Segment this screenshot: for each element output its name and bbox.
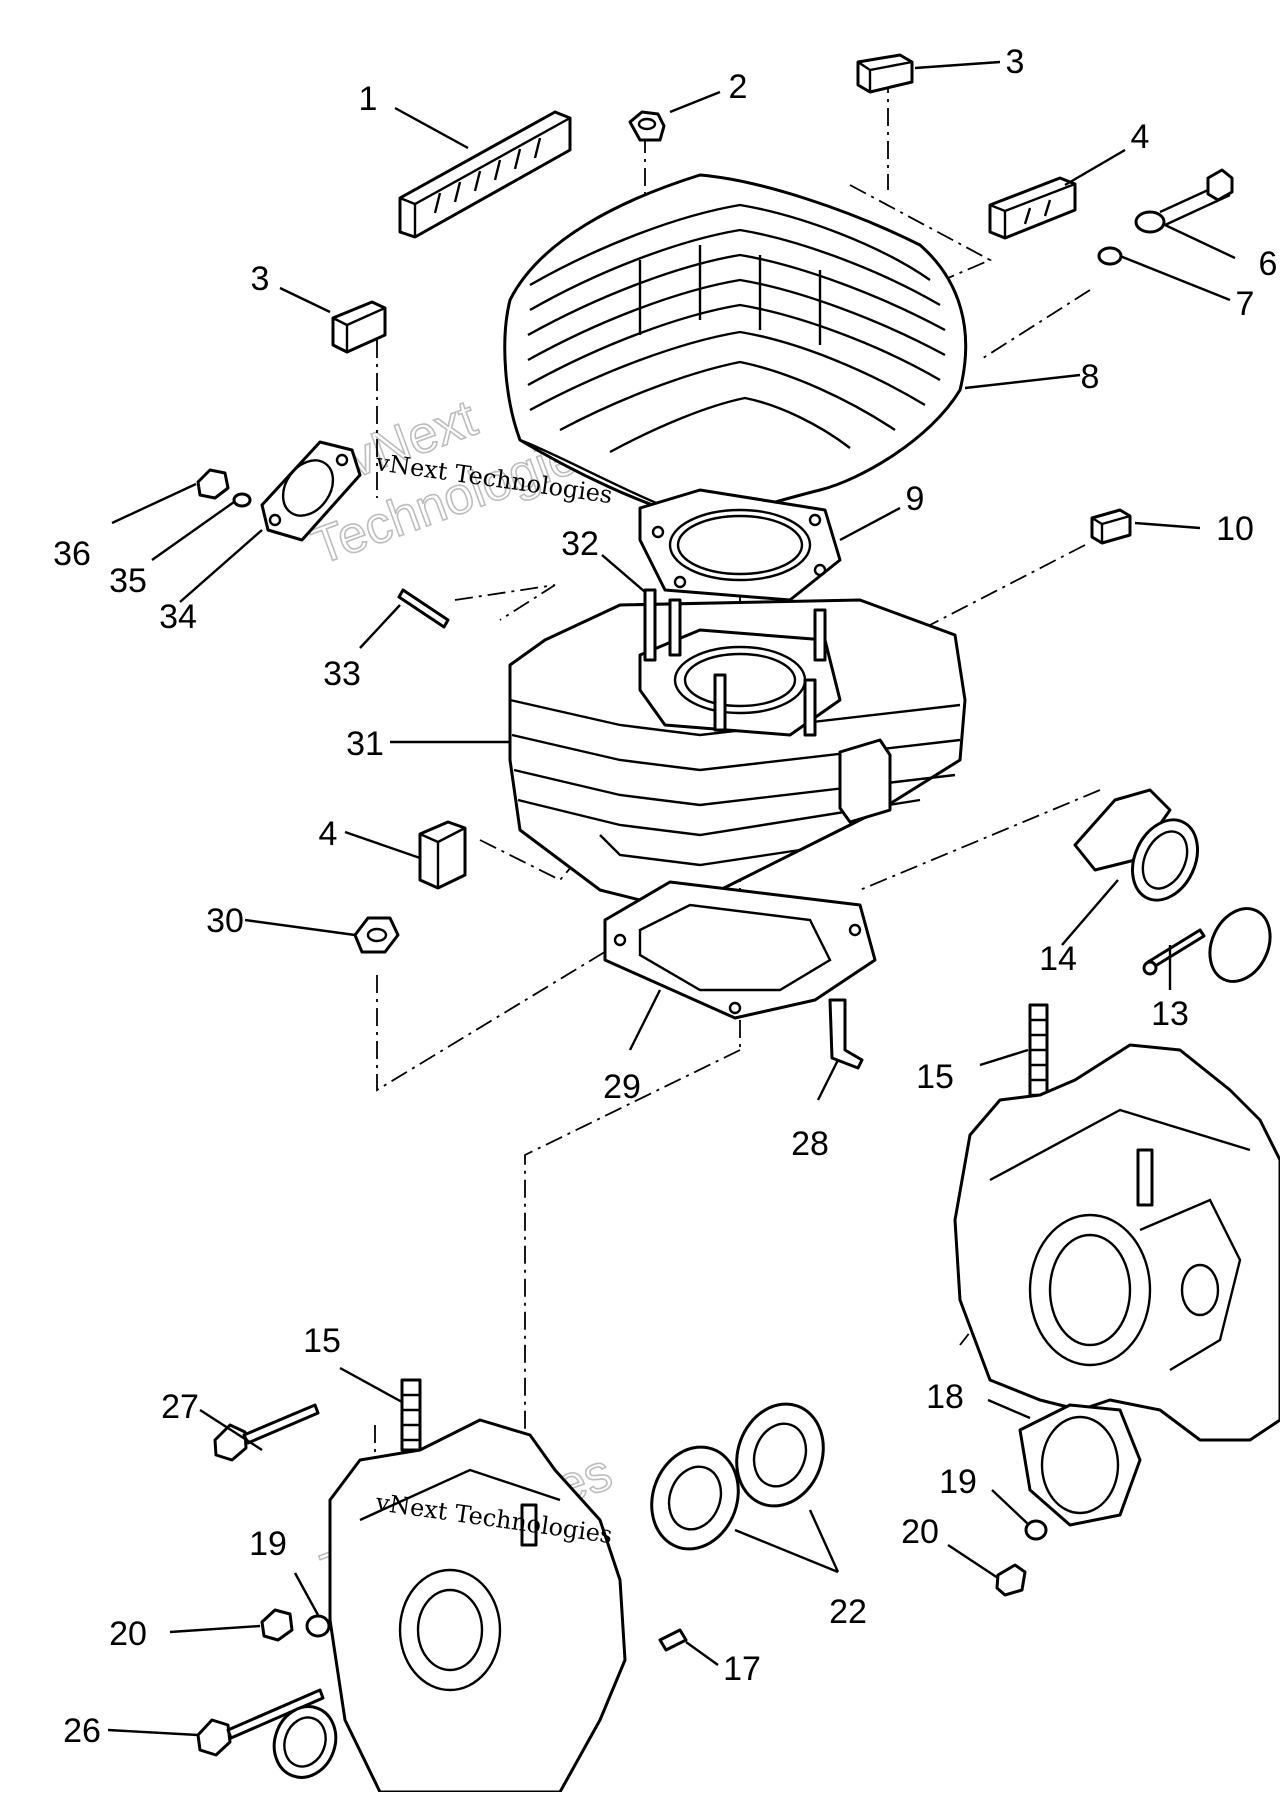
callout-3: 3 xyxy=(1006,43,1025,81)
part-20-bolt-right xyxy=(995,1563,1027,1597)
part-17-dowel-pin xyxy=(658,1628,688,1652)
part-26-bolt xyxy=(196,1688,325,1757)
callout-28: 28 xyxy=(791,1125,829,1163)
callout-19: 19 xyxy=(939,1463,977,1501)
callout-27: 27 xyxy=(161,1388,199,1426)
callout-31: 31 xyxy=(346,725,384,763)
callout-2: 2 xyxy=(729,68,748,106)
callout-20: 20 xyxy=(901,1513,939,1551)
part-28-fitting xyxy=(828,998,864,1070)
crankcase-left-half xyxy=(328,1418,627,1794)
callout-15: 15 xyxy=(916,1058,954,1096)
callout-8: 8 xyxy=(1081,358,1100,396)
callout-1: 1 xyxy=(359,80,378,118)
callout-17: 17 xyxy=(723,1650,761,1688)
callout-30: 30 xyxy=(206,902,244,940)
part-31-cylinder xyxy=(508,598,967,912)
part-6-7-bolt-washers xyxy=(1097,168,1234,266)
leader-lines xyxy=(107,60,1236,1737)
callout-6: 6 xyxy=(1259,245,1278,283)
oil-seal-left xyxy=(272,1705,338,1779)
callout-32: 32 xyxy=(561,525,599,563)
part-3-block-top xyxy=(856,53,914,94)
callout-14: 14 xyxy=(1039,940,1077,978)
part-3-block-left xyxy=(331,300,387,354)
part-20-bolt-left xyxy=(260,1608,294,1642)
callout-35: 35 xyxy=(109,562,147,600)
part-36-nut xyxy=(196,468,230,500)
callout-20: 20 xyxy=(109,1615,147,1653)
part-30-nut xyxy=(353,916,400,954)
callout-19: 19 xyxy=(249,1525,287,1563)
callout-33: 33 xyxy=(323,655,361,693)
part-33-stud xyxy=(397,588,450,629)
callout-3: 3 xyxy=(251,260,270,298)
part-19-washer-left xyxy=(305,1614,331,1638)
callout-29: 29 xyxy=(603,1068,641,1106)
part-9-head-gasket xyxy=(638,488,842,602)
callout-15: 15 xyxy=(303,1322,341,1360)
part-4-spacer-top xyxy=(988,176,1077,240)
callout-26: 26 xyxy=(63,1712,101,1750)
part-34-exhaust-gasket xyxy=(260,440,362,542)
part-4-spacer-bottom xyxy=(418,820,467,890)
part-32-studs xyxy=(643,588,827,737)
part-13-screw xyxy=(1142,928,1206,976)
part-35-washer xyxy=(232,492,252,508)
callout-9: 9 xyxy=(906,480,925,518)
part-1-fin-spacer xyxy=(398,110,572,239)
callout-4: 4 xyxy=(1131,118,1150,156)
part-27-bolt xyxy=(213,1403,320,1462)
part-2-nut xyxy=(628,110,666,142)
part-19-washer-right xyxy=(1024,1519,1048,1541)
callout-4: 4 xyxy=(319,815,338,853)
part-29-base-gasket xyxy=(603,880,877,1020)
part-10-block xyxy=(1090,508,1132,545)
crankcase-right-half xyxy=(953,1043,1280,1442)
part-14-intake-manifold xyxy=(1073,788,1272,983)
part-8-cylinder-head xyxy=(503,173,968,522)
part-18-seal-plate xyxy=(1018,1403,1142,1527)
callout-34: 34 xyxy=(159,598,197,636)
part-15-stud-left xyxy=(400,1378,422,1452)
callout-10: 10 xyxy=(1216,510,1254,548)
callout-36: 36 xyxy=(53,535,91,573)
callout-13: 13 xyxy=(1151,995,1189,1033)
callout-labels: 1 2 3 3 4 6 7 8 9 10 36 35 34 32 33 31 4… xyxy=(53,43,1277,1750)
callout-22: 22 xyxy=(829,1593,867,1631)
callout-7: 7 xyxy=(1236,285,1255,323)
part-22-bearings xyxy=(650,1402,825,1551)
callout-18: 18 xyxy=(926,1378,964,1416)
